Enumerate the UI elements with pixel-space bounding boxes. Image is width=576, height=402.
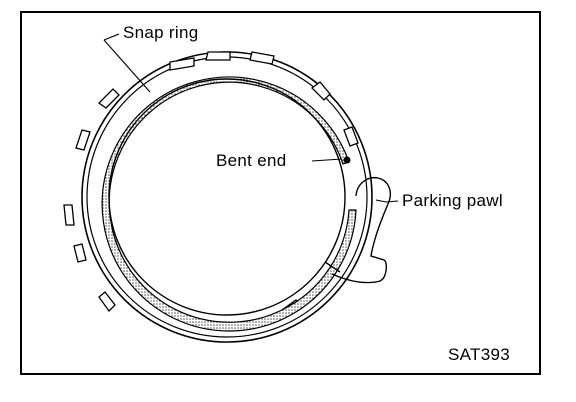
parking-pawl [324, 176, 391, 284]
bent-end-label: Bent end [216, 151, 287, 170]
snap-ring-label: Snap ring [123, 23, 199, 42]
bent-end-mark [343, 156, 351, 164]
figure-code-label: SAT393 [448, 345, 510, 364]
parking-pawl-label: Parking pawl [402, 191, 503, 210]
snap-ring [101, 76, 357, 332]
figure-frame [20, 11, 541, 375]
drum-outer-ring [63, 51, 373, 343]
leader-lines [103, 33, 399, 203]
drum-inner-circle [108, 78, 346, 316]
